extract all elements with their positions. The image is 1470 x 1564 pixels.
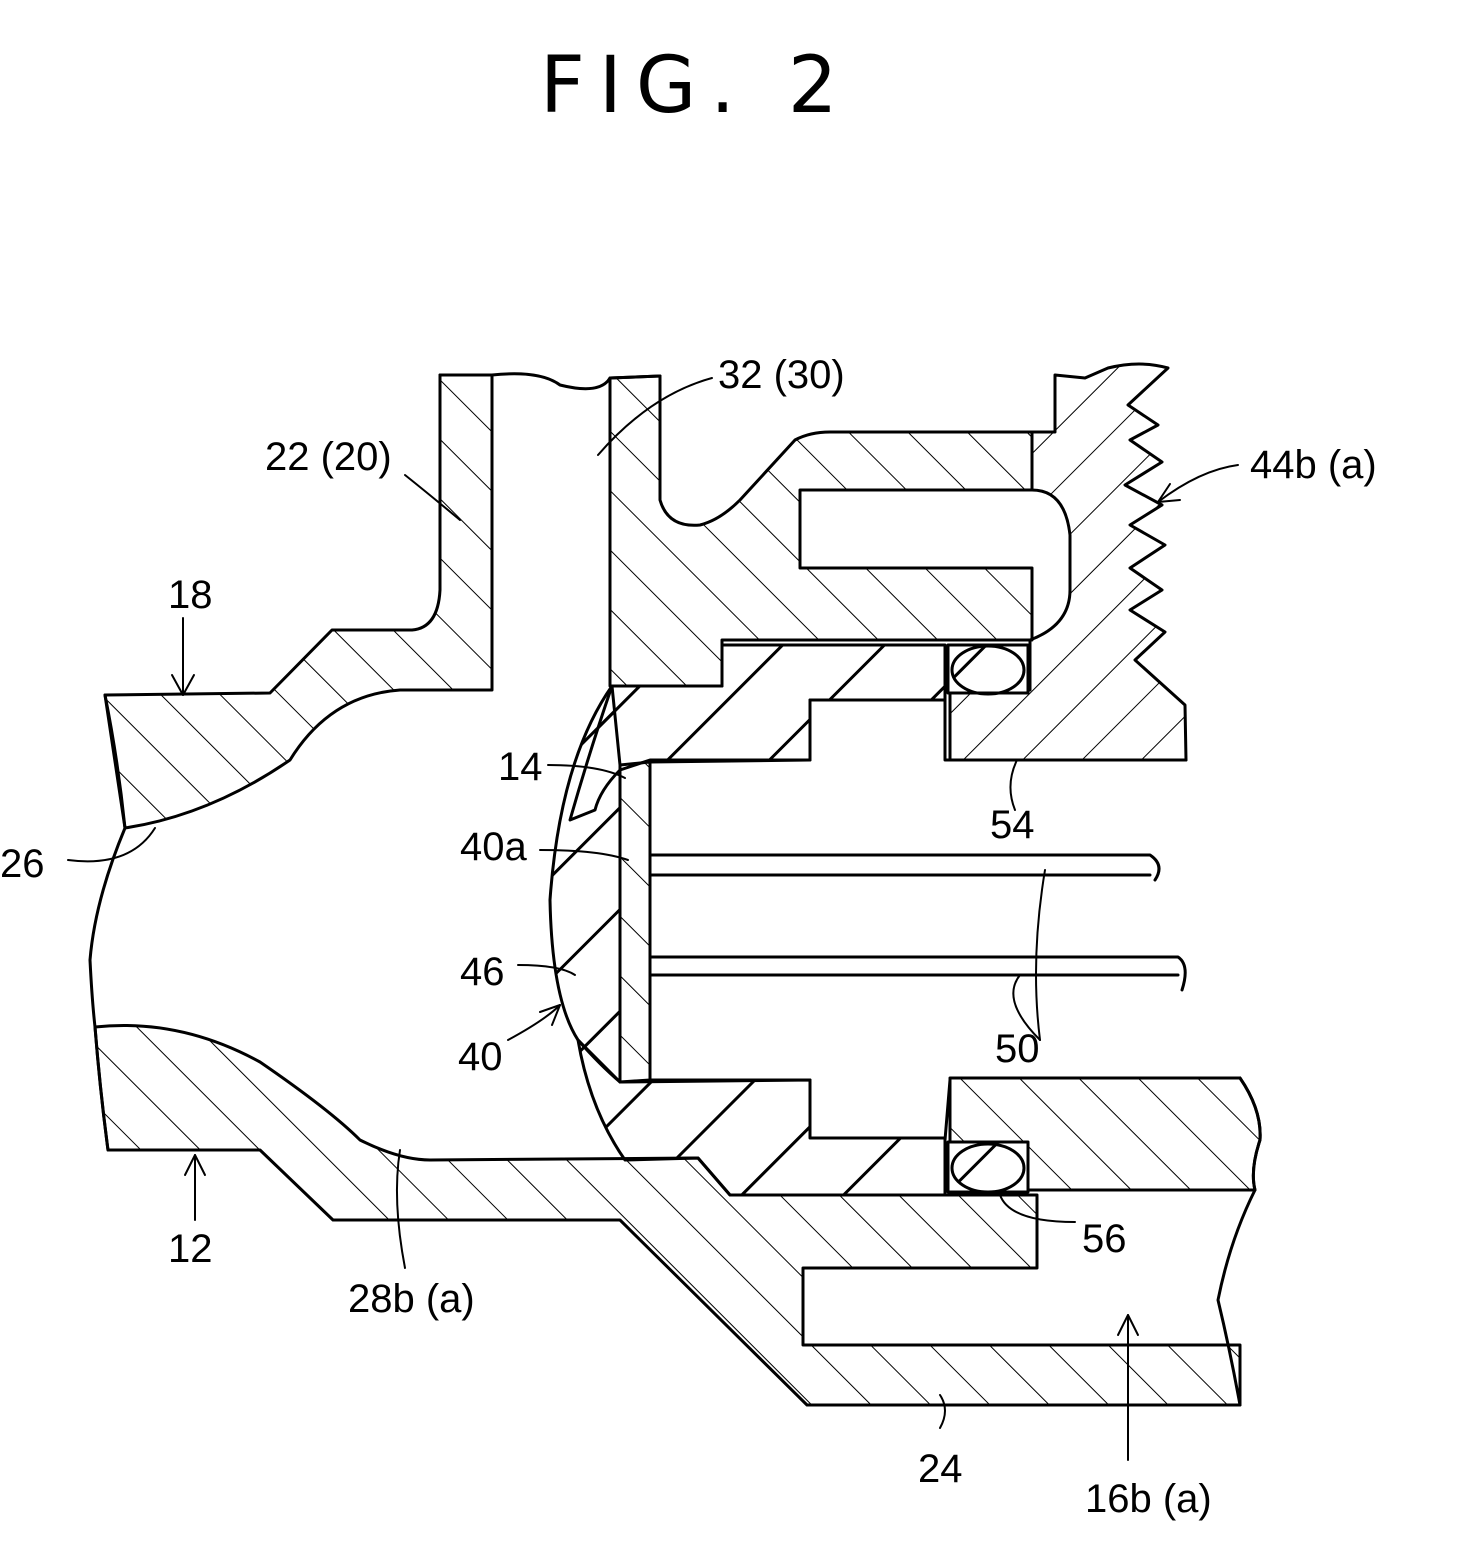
wire-50-upper: [650, 855, 1159, 880]
inner-port-outline: [650, 700, 1186, 1140]
label-40a: 40a: [460, 825, 527, 869]
figure-title: FIG. 2: [540, 41, 852, 131]
wire-50-lower: [650, 957, 1185, 990]
label-46: 46: [460, 950, 505, 994]
label-12: 12: [168, 1227, 213, 1271]
fitting-32-upper: [610, 376, 1032, 686]
label-50: 50: [995, 1027, 1040, 1071]
label-16b: 16b (a): [1085, 1477, 1212, 1521]
label-18: 18: [168, 573, 213, 617]
label-40: 40: [458, 1035, 503, 1079]
label-22: 22 (20): [265, 435, 392, 479]
leader-50a: [1036, 870, 1045, 1040]
label-44b: 44b (a): [1250, 443, 1377, 487]
label-28b: 28b (a): [348, 1277, 475, 1321]
leader-26: [68, 828, 155, 861]
label-24: 24: [918, 1447, 963, 1491]
label-32: 32 (30): [718, 353, 845, 397]
o-ring-lower: [952, 1144, 1024, 1192]
label-26: 26: [0, 842, 45, 886]
rubber-dome-46: [550, 686, 620, 1082]
label-14: 14: [498, 745, 543, 789]
plate-14: [620, 762, 650, 1082]
o-ring-upper: [952, 646, 1024, 694]
label-54: 54: [990, 803, 1035, 847]
label-56: 56: [1082, 1217, 1127, 1261]
threaded-nut-44b: [950, 364, 1186, 760]
